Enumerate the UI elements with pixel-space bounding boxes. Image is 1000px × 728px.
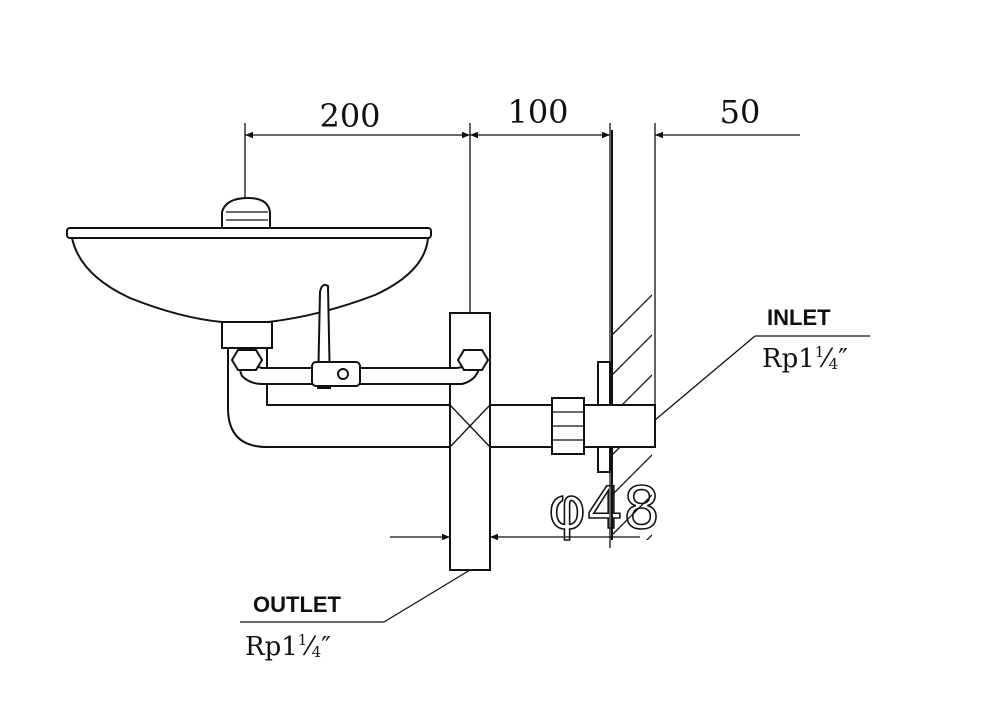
- outlet-callout: OUTLET Rp11⁄4″: [240, 569, 471, 662]
- valve-handle-pin-icon: [337, 368, 349, 380]
- inlet-callout: INLET Rp11⁄4″: [654, 305, 870, 421]
- diameter-label: φ48: [548, 474, 660, 542]
- dimension-200-label: 200: [319, 97, 380, 135]
- inlet-thread-spec: Rp11⁄4″: [762, 343, 848, 374]
- outlet-leader-line: [383, 569, 471, 623]
- diameter-dimension: φ48: [390, 473, 661, 543]
- dimension-100-label: 100: [507, 93, 568, 131]
- drain-u-bend: [227, 347, 451, 448]
- drain-pipe: [227, 347, 451, 448]
- supply-pipe: [230, 283, 490, 389]
- dimension-lines: 200 100 50: [244, 93, 800, 548]
- outlet-label: OUTLET: [253, 592, 342, 617]
- inlet-label: INLET: [767, 305, 831, 330]
- left-hex-fitting-icon: [230, 349, 264, 371]
- drain-fitting: [221, 321, 273, 349]
- bowl-rim: [66, 227, 432, 239]
- dimension-50-label: 50: [720, 93, 761, 131]
- right-hex-fitting-icon: [456, 349, 490, 371]
- inlet-leader-line: [654, 335, 756, 421]
- valve-handle-hub: [311, 361, 361, 387]
- inlet-pipe: [489, 397, 656, 455]
- bowl: [66, 196, 432, 349]
- spray-head-icon: [221, 196, 271, 229]
- bowl-basin: [70, 237, 430, 323]
- outlet-thread-spec: Rp11⁄4″: [245, 631, 331, 662]
